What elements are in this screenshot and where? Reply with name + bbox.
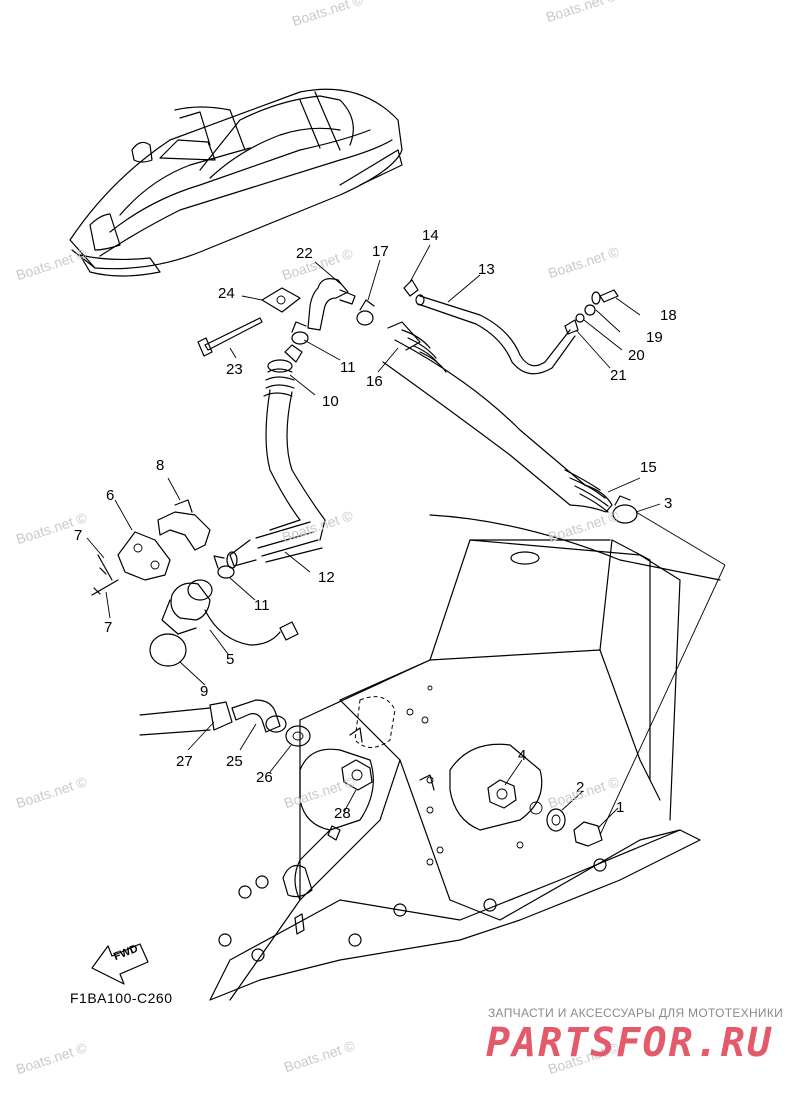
callout-26: 26 bbox=[256, 769, 273, 786]
callout-28: 28 bbox=[334, 805, 351, 822]
callout-16: 16 bbox=[366, 373, 383, 390]
callout-8: 8 bbox=[156, 457, 165, 474]
callout-2: 2 bbox=[576, 779, 585, 796]
fwd-arrow bbox=[91, 943, 149, 985]
callout-20: 20 bbox=[628, 347, 645, 364]
callout-4: 4 bbox=[518, 747, 527, 764]
callout-22: 22 bbox=[296, 245, 313, 262]
callout-11a: 11 bbox=[340, 359, 356, 376]
brand-logo[interactable]: PARTSFOR.RU bbox=[486, 1020, 773, 1066]
watercraft-illustration bbox=[69, 88, 403, 277]
callout-14: 14 bbox=[422, 227, 439, 244]
callout-9: 9 bbox=[200, 683, 209, 700]
callout-3: 3 bbox=[664, 495, 673, 512]
hull-structure bbox=[209, 514, 721, 1001]
callout-27: 27 bbox=[176, 753, 193, 770]
hose-routing bbox=[139, 294, 613, 736]
callout-7b: 7 bbox=[104, 619, 113, 636]
brand-tagline: ЗАПЧАСТИ И АКСЕССУАРЫ ДЛЯ МОТОТЕХНИКИ bbox=[488, 1006, 784, 1020]
leader-lines bbox=[86, 244, 726, 836]
callout-5: 5 bbox=[226, 651, 235, 668]
small-parts bbox=[91, 278, 638, 747]
callout-21: 21 bbox=[610, 367, 627, 384]
callout-18: 18 bbox=[660, 307, 677, 324]
callout-1: 1 bbox=[616, 799, 625, 816]
callout-12: 12 bbox=[318, 569, 335, 586]
callout-15: 15 bbox=[640, 459, 657, 476]
callout-6: 6 bbox=[106, 487, 115, 504]
callout-25: 25 bbox=[226, 753, 243, 770]
callout-17: 17 bbox=[372, 243, 389, 260]
callout-19: 19 bbox=[646, 329, 663, 346]
callout-7a: 7 bbox=[74, 527, 83, 544]
callout-10: 10 bbox=[322, 393, 339, 410]
callout-24: 24 bbox=[218, 285, 235, 302]
diagram-code: F1BA100-C260 bbox=[70, 990, 173, 1006]
callout-13: 13 bbox=[478, 261, 495, 278]
callout-11b: 11 bbox=[254, 597, 270, 614]
callout-23: 23 bbox=[226, 361, 243, 378]
